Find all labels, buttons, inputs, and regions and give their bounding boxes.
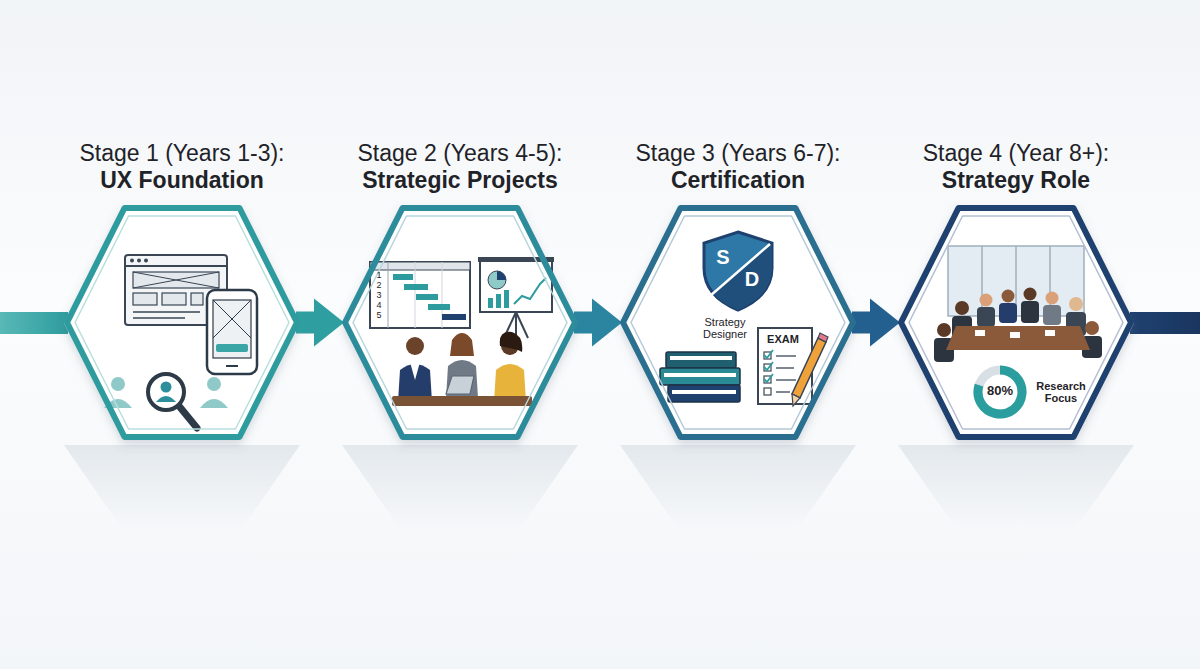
hexagon-outline bbox=[64, 205, 300, 440]
stage-arrow bbox=[574, 299, 622, 347]
exam-heading: EXAM bbox=[763, 333, 803, 345]
meeting-people-icon bbox=[392, 332, 532, 406]
hexagon-inner-line bbox=[909, 216, 1123, 429]
stage-node: Stage 4 (Year 8+):Strategy Role bbox=[881, 140, 1151, 440]
gantt-row-number: 4 bbox=[374, 301, 384, 311]
gantt-chart-icon bbox=[370, 262, 470, 328]
stage-title: UX Foundation bbox=[47, 167, 317, 194]
stage-node: Stage 2 (Years 4-5):Strategic Projects bbox=[325, 140, 595, 440]
book-stack-icon bbox=[660, 352, 740, 402]
lead-band bbox=[0, 312, 68, 334]
stage-title: Certification bbox=[603, 167, 873, 194]
hexagon-fills bbox=[64, 206, 1134, 440]
shield-letter: D bbox=[743, 268, 761, 290]
hexagon-border bbox=[623, 208, 853, 437]
certificate-caption: Strategy Designer bbox=[694, 316, 756, 340]
stage-heading: Stage 4 (Year 8+): bbox=[881, 140, 1151, 167]
shield-letter: S bbox=[714, 246, 732, 268]
hexagon-outline bbox=[898, 205, 1134, 440]
presentation-board-icon bbox=[478, 257, 554, 338]
stage-node: Stage 3 (Years 6-7):Certification bbox=[603, 140, 873, 440]
stage-arrow bbox=[296, 299, 344, 347]
gantt-row-number: 5 bbox=[374, 311, 384, 321]
gantt-row-number: 1 bbox=[374, 271, 384, 281]
hexagon-outline bbox=[342, 205, 578, 440]
stage-title: Strategic Projects bbox=[325, 167, 595, 194]
hexagon-border bbox=[345, 208, 575, 437]
boardroom-meeting-icon bbox=[934, 246, 1102, 362]
certification-shield-icon bbox=[704, 232, 772, 310]
hexagon-border bbox=[901, 208, 1131, 437]
gauge-caption: Research Focus bbox=[1030, 380, 1092, 404]
stage-node: Stage 1 (Years 1-3):UX Foundation bbox=[47, 140, 317, 440]
tail-band bbox=[1130, 312, 1200, 334]
stage-heading: Stage 2 (Years 4-5): bbox=[325, 140, 595, 167]
donut-gauge bbox=[978, 370, 1022, 414]
hexagon-inner-line bbox=[353, 216, 567, 429]
phone-icon bbox=[207, 290, 257, 374]
gantt-row-number: 2 bbox=[374, 281, 384, 291]
hexagon-inner-line bbox=[631, 216, 845, 429]
stage-heading: Stage 1 (Years 1-3): bbox=[47, 140, 317, 167]
user-research-icon bbox=[104, 374, 228, 428]
gantt-row-number: 3 bbox=[374, 291, 384, 301]
stage-heading: Stage 3 (Years 6-7): bbox=[603, 140, 873, 167]
stage-title: Strategy Role bbox=[881, 167, 1151, 194]
gauge-value: 80% bbox=[980, 384, 1020, 398]
hexagon-inner-line bbox=[75, 216, 289, 429]
hexagon-reflections bbox=[64, 445, 1134, 530]
hexagon-border bbox=[67, 208, 297, 437]
stage-arrow bbox=[852, 299, 900, 347]
